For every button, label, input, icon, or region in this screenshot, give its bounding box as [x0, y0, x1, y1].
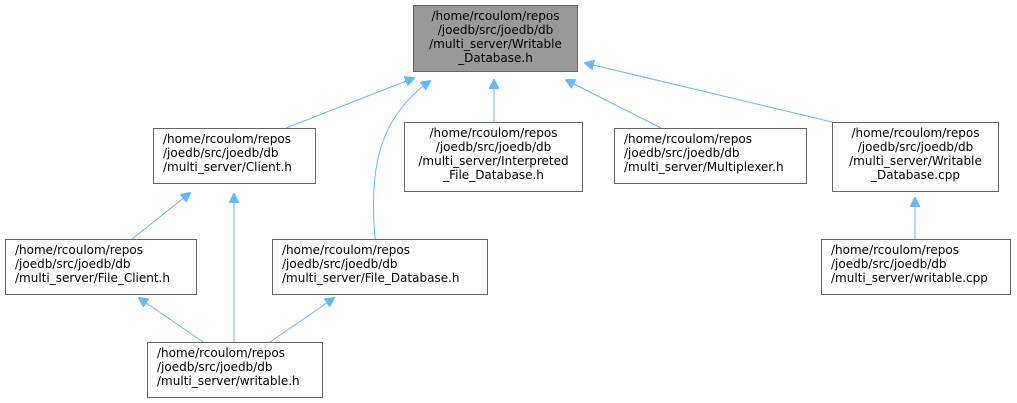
node-line: _Database.cpp: [871, 168, 960, 182]
node-line: /home/rcoulom/repos: [15, 243, 143, 257]
node-line: /joedb/src/joedb/db: [857, 140, 974, 154]
node-line: /home/rcoulom/repos: [851, 126, 980, 140]
node-writable-database-cpp[interactable]: /home/rcoulom/repos /joedb/src/joedb/db …: [832, 122, 999, 192]
node-file-client-h[interactable]: /home/rcoulom/repos /joedb/src/joedb/db …: [5, 239, 197, 295]
node-line: /multi_server/Client.h: [163, 160, 292, 174]
edge-writable_h-to-file_database_h: [269, 298, 334, 343]
edge-file_database_h-to-writable_database_h: [373, 81, 430, 240]
edge-writable_database_cpp-to-writable_database_h: [585, 63, 833, 123]
node-line: /joedb/src/joedb/db: [157, 360, 273, 374]
node-line: /joedb/src/joedb/db: [15, 257, 131, 271]
node-line: /home/rcoulom/repos: [431, 9, 560, 23]
node-line: /multi_server/Interpreted: [418, 154, 569, 168]
node-line: /multi_server/Multiplexer.h: [624, 160, 784, 174]
node-line: /home/rcoulom/repos: [157, 346, 285, 360]
node-line: /multi_server/writable.cpp: [831, 271, 988, 285]
edge-file_client_h-to-client_h: [131, 193, 190, 240]
node-line: /home/rcoulom/repos: [624, 132, 752, 146]
edge-writable_h-to-file_client_h: [139, 298, 204, 343]
node-file-database-h[interactable]: /home/rcoulom/repos /joedb/src/joedb/db …: [272, 239, 488, 295]
node-line: /joedb/src/joedb/db: [831, 257, 947, 271]
node-line: /home/rcoulom/repos: [831, 243, 959, 257]
node-client-h[interactable]: /home/rcoulom/repos /joedb/src/joedb/db …: [153, 128, 316, 184]
node-line: /joedb/src/joedb/db: [624, 146, 740, 160]
node-line: _Database.h: [458, 51, 533, 65]
node-line: _File_Database.h: [443, 168, 544, 182]
node-line: /joedb/src/joedb/db: [437, 23, 554, 37]
node-interpreted-file-database-h[interactable]: /home/rcoulom/repos /joedb/src/joedb/db …: [404, 122, 583, 192]
edge-client_h-to-writable_database_h: [285, 78, 414, 129]
node-line: /multi_server/Writable: [849, 154, 982, 168]
node-line: /multi_server/File_Database.h: [282, 271, 460, 285]
edge-multiplexer_h-to-writable_database_h: [566, 80, 662, 129]
node-line: /joedb/src/joedb/db: [163, 146, 279, 160]
node-line: /home/rcoulom/repos: [163, 132, 291, 146]
node-writable-cpp[interactable]: /home/rcoulom/repos /joedb/src/joedb/db …: [821, 239, 1011, 295]
node-line: /multi_server/File_Client.h: [15, 271, 170, 285]
node-line: /joedb/src/joedb/db: [282, 257, 398, 271]
node-line: /joedb/src/joedb/db: [435, 140, 552, 154]
node-multiplexer-h[interactable]: /home/rcoulom/repos /joedb/src/joedb/db …: [614, 128, 807, 184]
node-line: /multi_server/writable.h: [157, 374, 300, 388]
node-line: /home/rcoulom/repos: [282, 243, 410, 257]
node-writable-h[interactable]: /home/rcoulom/repos /joedb/src/joedb/db …: [147, 342, 323, 398]
node-line: /home/rcoulom/repos: [429, 126, 558, 140]
node-writable-database-h: /home/rcoulom/repos /joedb/src/joedb/db …: [413, 5, 578, 72]
node-line: /multi_server/Writable: [429, 37, 562, 51]
